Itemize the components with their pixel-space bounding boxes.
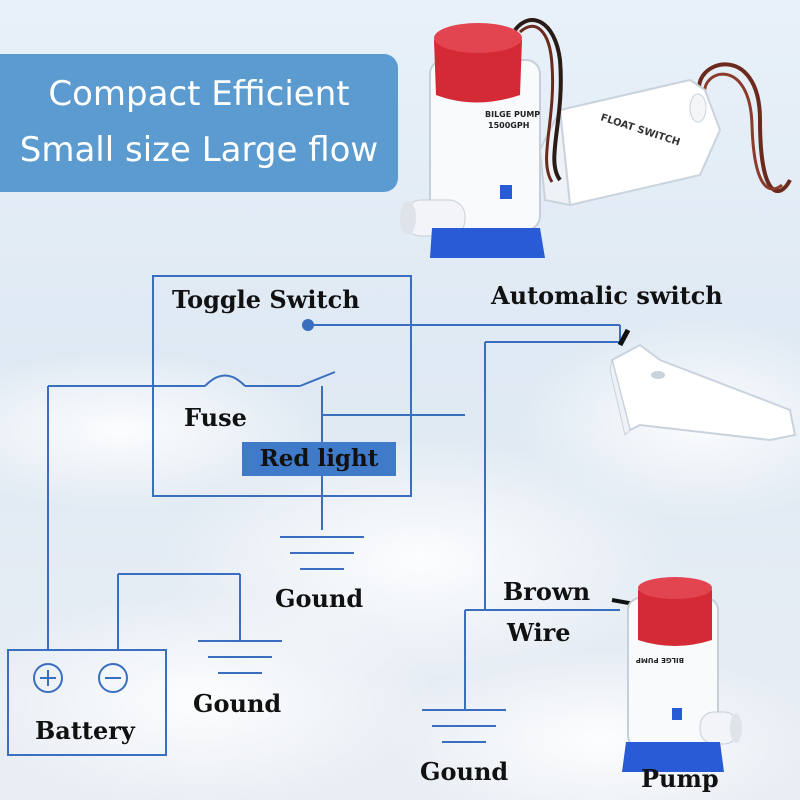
battery-label: Battery bbox=[35, 716, 135, 745]
automatic-switch-label: Automalic switch bbox=[491, 281, 723, 310]
toggle-switch-label: Toggle Switch bbox=[172, 285, 360, 314]
pump-image: BILGE PUMP bbox=[611, 577, 742, 772]
pump-label: Pump bbox=[641, 764, 719, 793]
fuse-label: Fuse bbox=[184, 403, 247, 432]
ground-label-3: Gound bbox=[420, 757, 509, 786]
brown-wire-label-2: Wire bbox=[507, 618, 571, 647]
brown-wire-label-1: Brown bbox=[503, 577, 591, 606]
pump-text-2: 1500GPH bbox=[488, 121, 529, 130]
ground-label-1: Gound bbox=[275, 584, 364, 613]
svg-text:BILGE PUMP: BILGE PUMP bbox=[636, 656, 684, 664]
headline-banner: Compact Efficient Small size Large flow bbox=[0, 54, 398, 192]
pump-text-1: BILGE PUMP bbox=[485, 110, 540, 119]
float-switch-image: FLOAT SWITCH bbox=[538, 78, 722, 207]
battery-plus-icon bbox=[33, 663, 63, 693]
red-light-label: Red light bbox=[242, 442, 396, 476]
headline-line-2: Small size Large flow bbox=[19, 130, 379, 170]
battery-minus-icon bbox=[98, 663, 128, 693]
automatic-switch-image bbox=[609, 328, 797, 442]
headline-line-1: Compact Efficient bbox=[48, 74, 350, 114]
bilge-pump-image: BILGE PUMP 1500GPH bbox=[400, 23, 545, 258]
ground-label-2: Gound bbox=[193, 689, 282, 718]
toggle-switch-terminal bbox=[302, 319, 314, 331]
